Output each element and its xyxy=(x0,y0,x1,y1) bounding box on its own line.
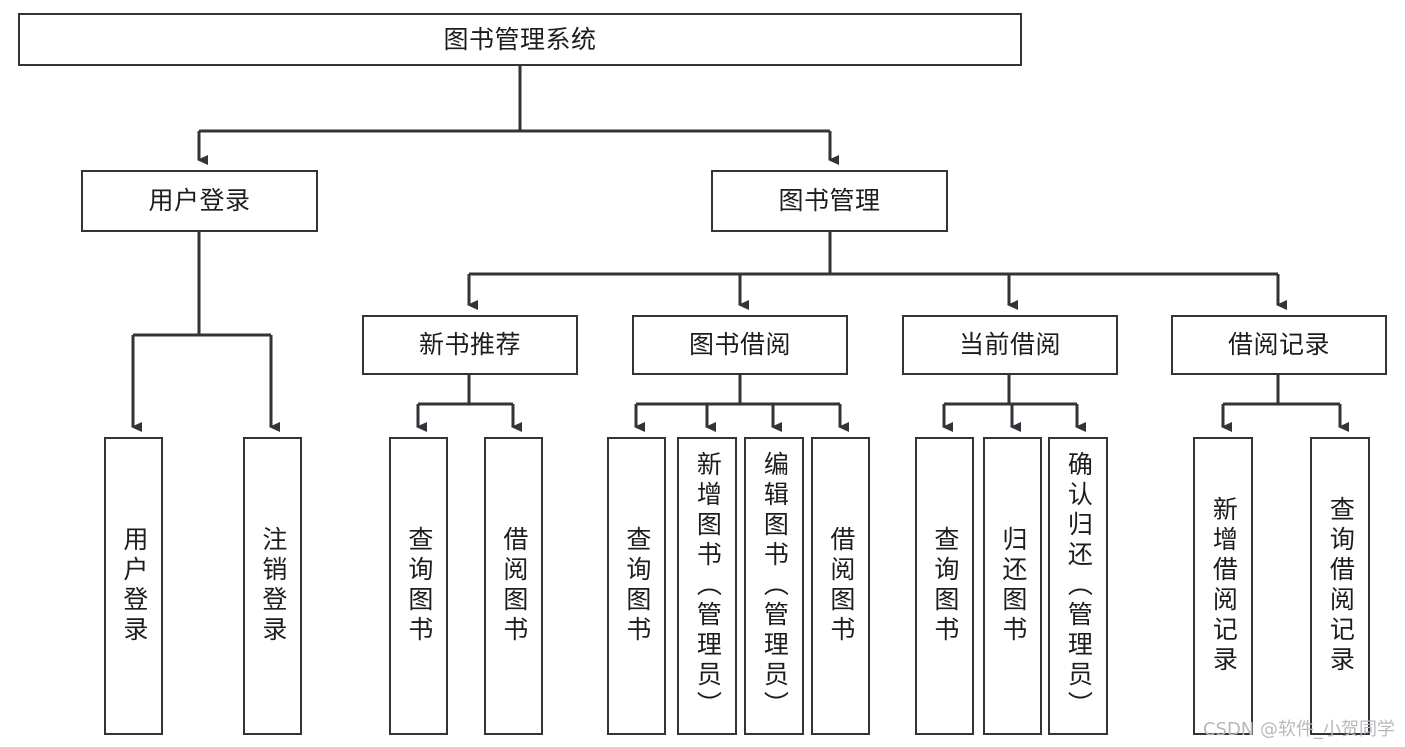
node-user-login-label: 用户登录 xyxy=(148,186,251,216)
node-root-label: 图书管理系统 xyxy=(443,24,597,54)
node-new-book-recommend[interactable]: 新书推荐 xyxy=(362,315,578,375)
node-book-borrow-label: 图书借阅 xyxy=(688,330,791,360)
node-leaf-user-logout[interactable]: 注销登录 xyxy=(243,437,302,735)
node-new-book-recommend-label: 新书推荐 xyxy=(418,330,521,360)
node-leaf-return-book-label: 归还图书 xyxy=(998,526,1028,646)
node-leaf-query-book-1[interactable]: 查询图书 xyxy=(389,437,448,735)
node-leaf-add-book[interactable]: 新增图书（管理员） xyxy=(677,437,737,735)
node-leaf-confirm-return-label: 确认归还（管理员） xyxy=(1064,451,1094,721)
node-book-manage-label: 图书管理 xyxy=(778,186,881,216)
node-user-login[interactable]: 用户登录 xyxy=(81,170,318,232)
node-leaf-query-book-2-label: 查询图书 xyxy=(622,526,652,646)
node-root[interactable]: 图书管理系统 xyxy=(18,13,1022,66)
node-book-borrow[interactable]: 图书借阅 xyxy=(632,315,848,375)
node-leaf-borrow-book-2[interactable]: 借阅图书 xyxy=(811,437,870,735)
node-leaf-query-book-2[interactable]: 查询图书 xyxy=(607,437,666,735)
node-leaf-query-book-3-label: 查询图书 xyxy=(930,526,960,646)
node-book-manage[interactable]: 图书管理 xyxy=(711,170,948,232)
node-leaf-user-login[interactable]: 用户登录 xyxy=(104,437,163,735)
node-leaf-add-book-label: 新增图书（管理员） xyxy=(693,451,723,721)
node-leaf-user-login-label: 用户登录 xyxy=(119,526,149,646)
node-leaf-add-record-label: 新增借阅记录 xyxy=(1209,496,1239,676)
node-leaf-user-logout-label: 注销登录 xyxy=(258,526,288,646)
node-leaf-query-book-3[interactable]: 查询图书 xyxy=(915,437,974,735)
node-borrow-record-label: 借阅记录 xyxy=(1227,330,1330,360)
node-leaf-return-book[interactable]: 归还图书 xyxy=(983,437,1042,735)
node-leaf-query-book-1-label: 查询图书 xyxy=(404,526,434,646)
node-leaf-borrow-book-1-label: 借阅图书 xyxy=(499,526,529,646)
node-leaf-confirm-return[interactable]: 确认归还（管理员） xyxy=(1048,437,1108,735)
node-leaf-query-record-label: 查询借阅记录 xyxy=(1326,496,1356,676)
node-leaf-edit-book[interactable]: 编辑图书（管理员） xyxy=(744,437,804,735)
node-borrow-record[interactable]: 借阅记录 xyxy=(1171,315,1387,375)
node-current-borrow-label: 当前借阅 xyxy=(958,330,1061,360)
node-leaf-add-record[interactable]: 新增借阅记录 xyxy=(1193,437,1253,735)
node-leaf-edit-book-label: 编辑图书（管理员） xyxy=(760,451,790,721)
node-current-borrow[interactable]: 当前借阅 xyxy=(902,315,1118,375)
node-leaf-query-record[interactable]: 查询借阅记录 xyxy=(1310,437,1370,735)
node-leaf-borrow-book-2-label: 借阅图书 xyxy=(826,526,856,646)
node-leaf-borrow-book-1[interactable]: 借阅图书 xyxy=(484,437,543,735)
csdn-watermark: CSDN @软件_小贺同学 xyxy=(1202,719,1395,740)
